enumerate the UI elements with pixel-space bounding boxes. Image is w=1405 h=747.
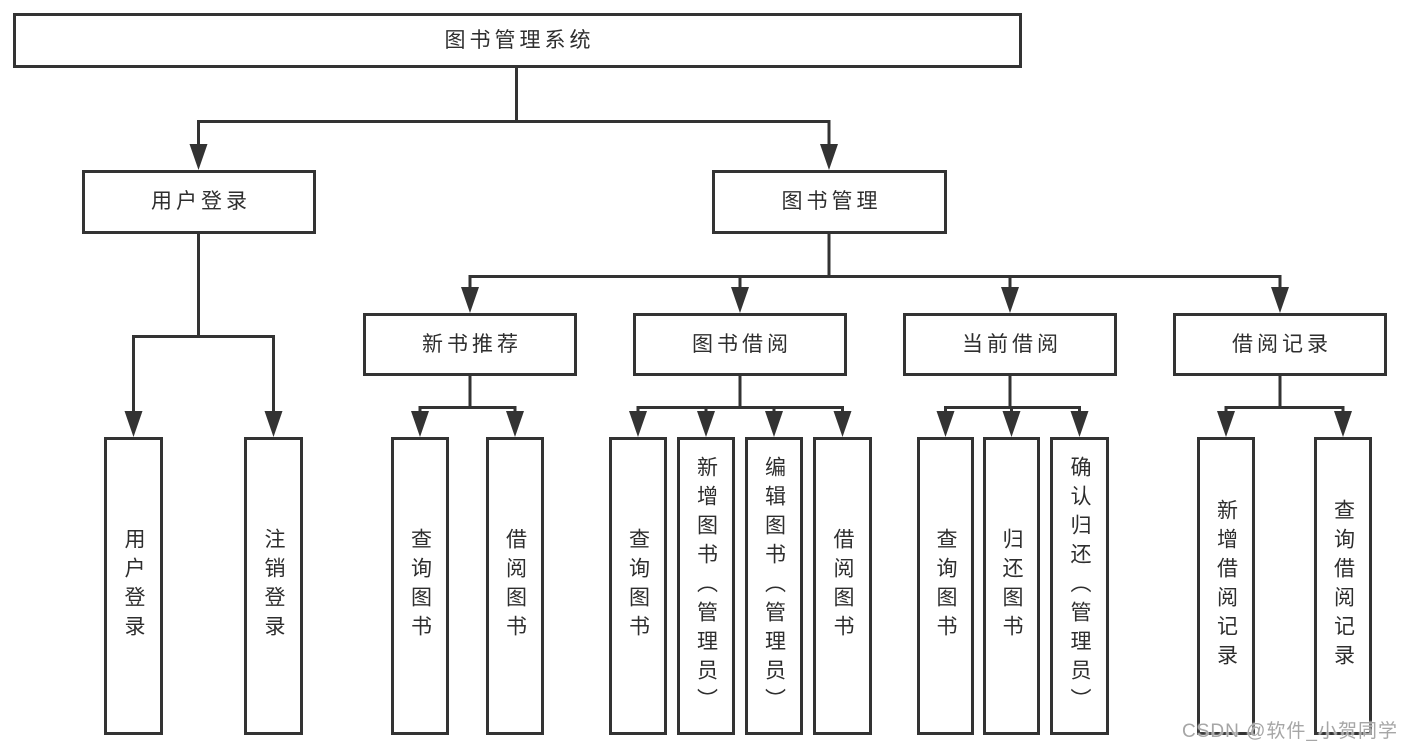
leaf-confirm-return-admin-label: 确认归还（管理员） <box>1068 455 1091 717</box>
leaf-logout: 注销登录 <box>244 437 303 735</box>
leaf-query-books-borrow: 查询图书 <box>609 437 667 735</box>
leaf-add-book-admin: 新增图书（管理员） <box>677 437 735 735</box>
node-root: 图书管理系统 <box>13 13 1022 68</box>
leaf-query-books-recommend: 查询图书 <box>391 437 449 735</box>
leaf-user-login-label: 用户登录 <box>122 528 145 644</box>
leaf-add-borrow-record: 新增借阅记录 <box>1197 437 1255 735</box>
leaf-query-books-recommend-label: 查询图书 <box>408 528 432 644</box>
node-book-borrow-label: 图书借阅 <box>692 332 792 356</box>
leaf-return-books-label: 归还图书 <box>1000 528 1023 644</box>
leaf-add-borrow-record-label: 新增借阅记录 <box>1214 499 1238 673</box>
leaf-borrow-books-recommend-label: 借阅图书 <box>503 528 527 644</box>
leaf-query-borrow-record: 查询借阅记录 <box>1314 437 1372 735</box>
watermark: CSDN @软件_小贺同学 <box>1182 721 1398 742</box>
node-borrow-records-label: 借阅记录 <box>1232 332 1332 356</box>
node-book-management: 图书管理 <box>712 170 947 234</box>
node-current-borrow-label: 当前借阅 <box>962 332 1062 356</box>
node-user-login: 用户登录 <box>82 170 316 234</box>
leaf-user-login: 用户登录 <box>104 437 163 735</box>
node-borrow-records: 借阅记录 <box>1173 313 1387 376</box>
leaf-add-book-admin-label: 新增图书（管理员） <box>694 455 718 717</box>
leaf-query-borrow-record-label: 查询借阅记录 <box>1331 499 1355 673</box>
leaf-return-books: 归还图书 <box>983 437 1040 735</box>
leaf-query-books-borrow-label: 查询图书 <box>626 528 650 644</box>
leaf-edit-book-admin-label: 编辑图书（管理员） <box>762 455 786 717</box>
leaf-logout-label: 注销登录 <box>262 528 285 644</box>
leaf-edit-book-admin: 编辑图书（管理员） <box>745 437 803 735</box>
node-book-borrow: 图书借阅 <box>633 313 847 376</box>
leaf-borrow-books-label: 借阅图书 <box>831 528 854 644</box>
leaf-borrow-books: 借阅图书 <box>813 437 872 735</box>
leaf-confirm-return-admin: 确认归还（管理员） <box>1050 437 1109 735</box>
node-new-book-recommend: 新书推荐 <box>363 313 577 376</box>
leaf-query-books-current: 查询图书 <box>917 437 974 735</box>
node-book-management-label: 图书管理 <box>781 190 882 214</box>
tree-edges <box>132 68 1345 413</box>
node-root-label: 图书管理系统 <box>444 28 595 52</box>
node-user-login-label: 用户登录 <box>151 190 251 214</box>
node-current-borrow: 当前借阅 <box>903 313 1117 376</box>
leaf-query-books-current-label: 查询图书 <box>934 528 957 644</box>
node-new-book-recommend-label: 新书推荐 <box>422 332 522 356</box>
arrowhead-icons <box>124 144 1352 437</box>
leaf-borrow-books-recommend: 借阅图书 <box>486 437 544 735</box>
